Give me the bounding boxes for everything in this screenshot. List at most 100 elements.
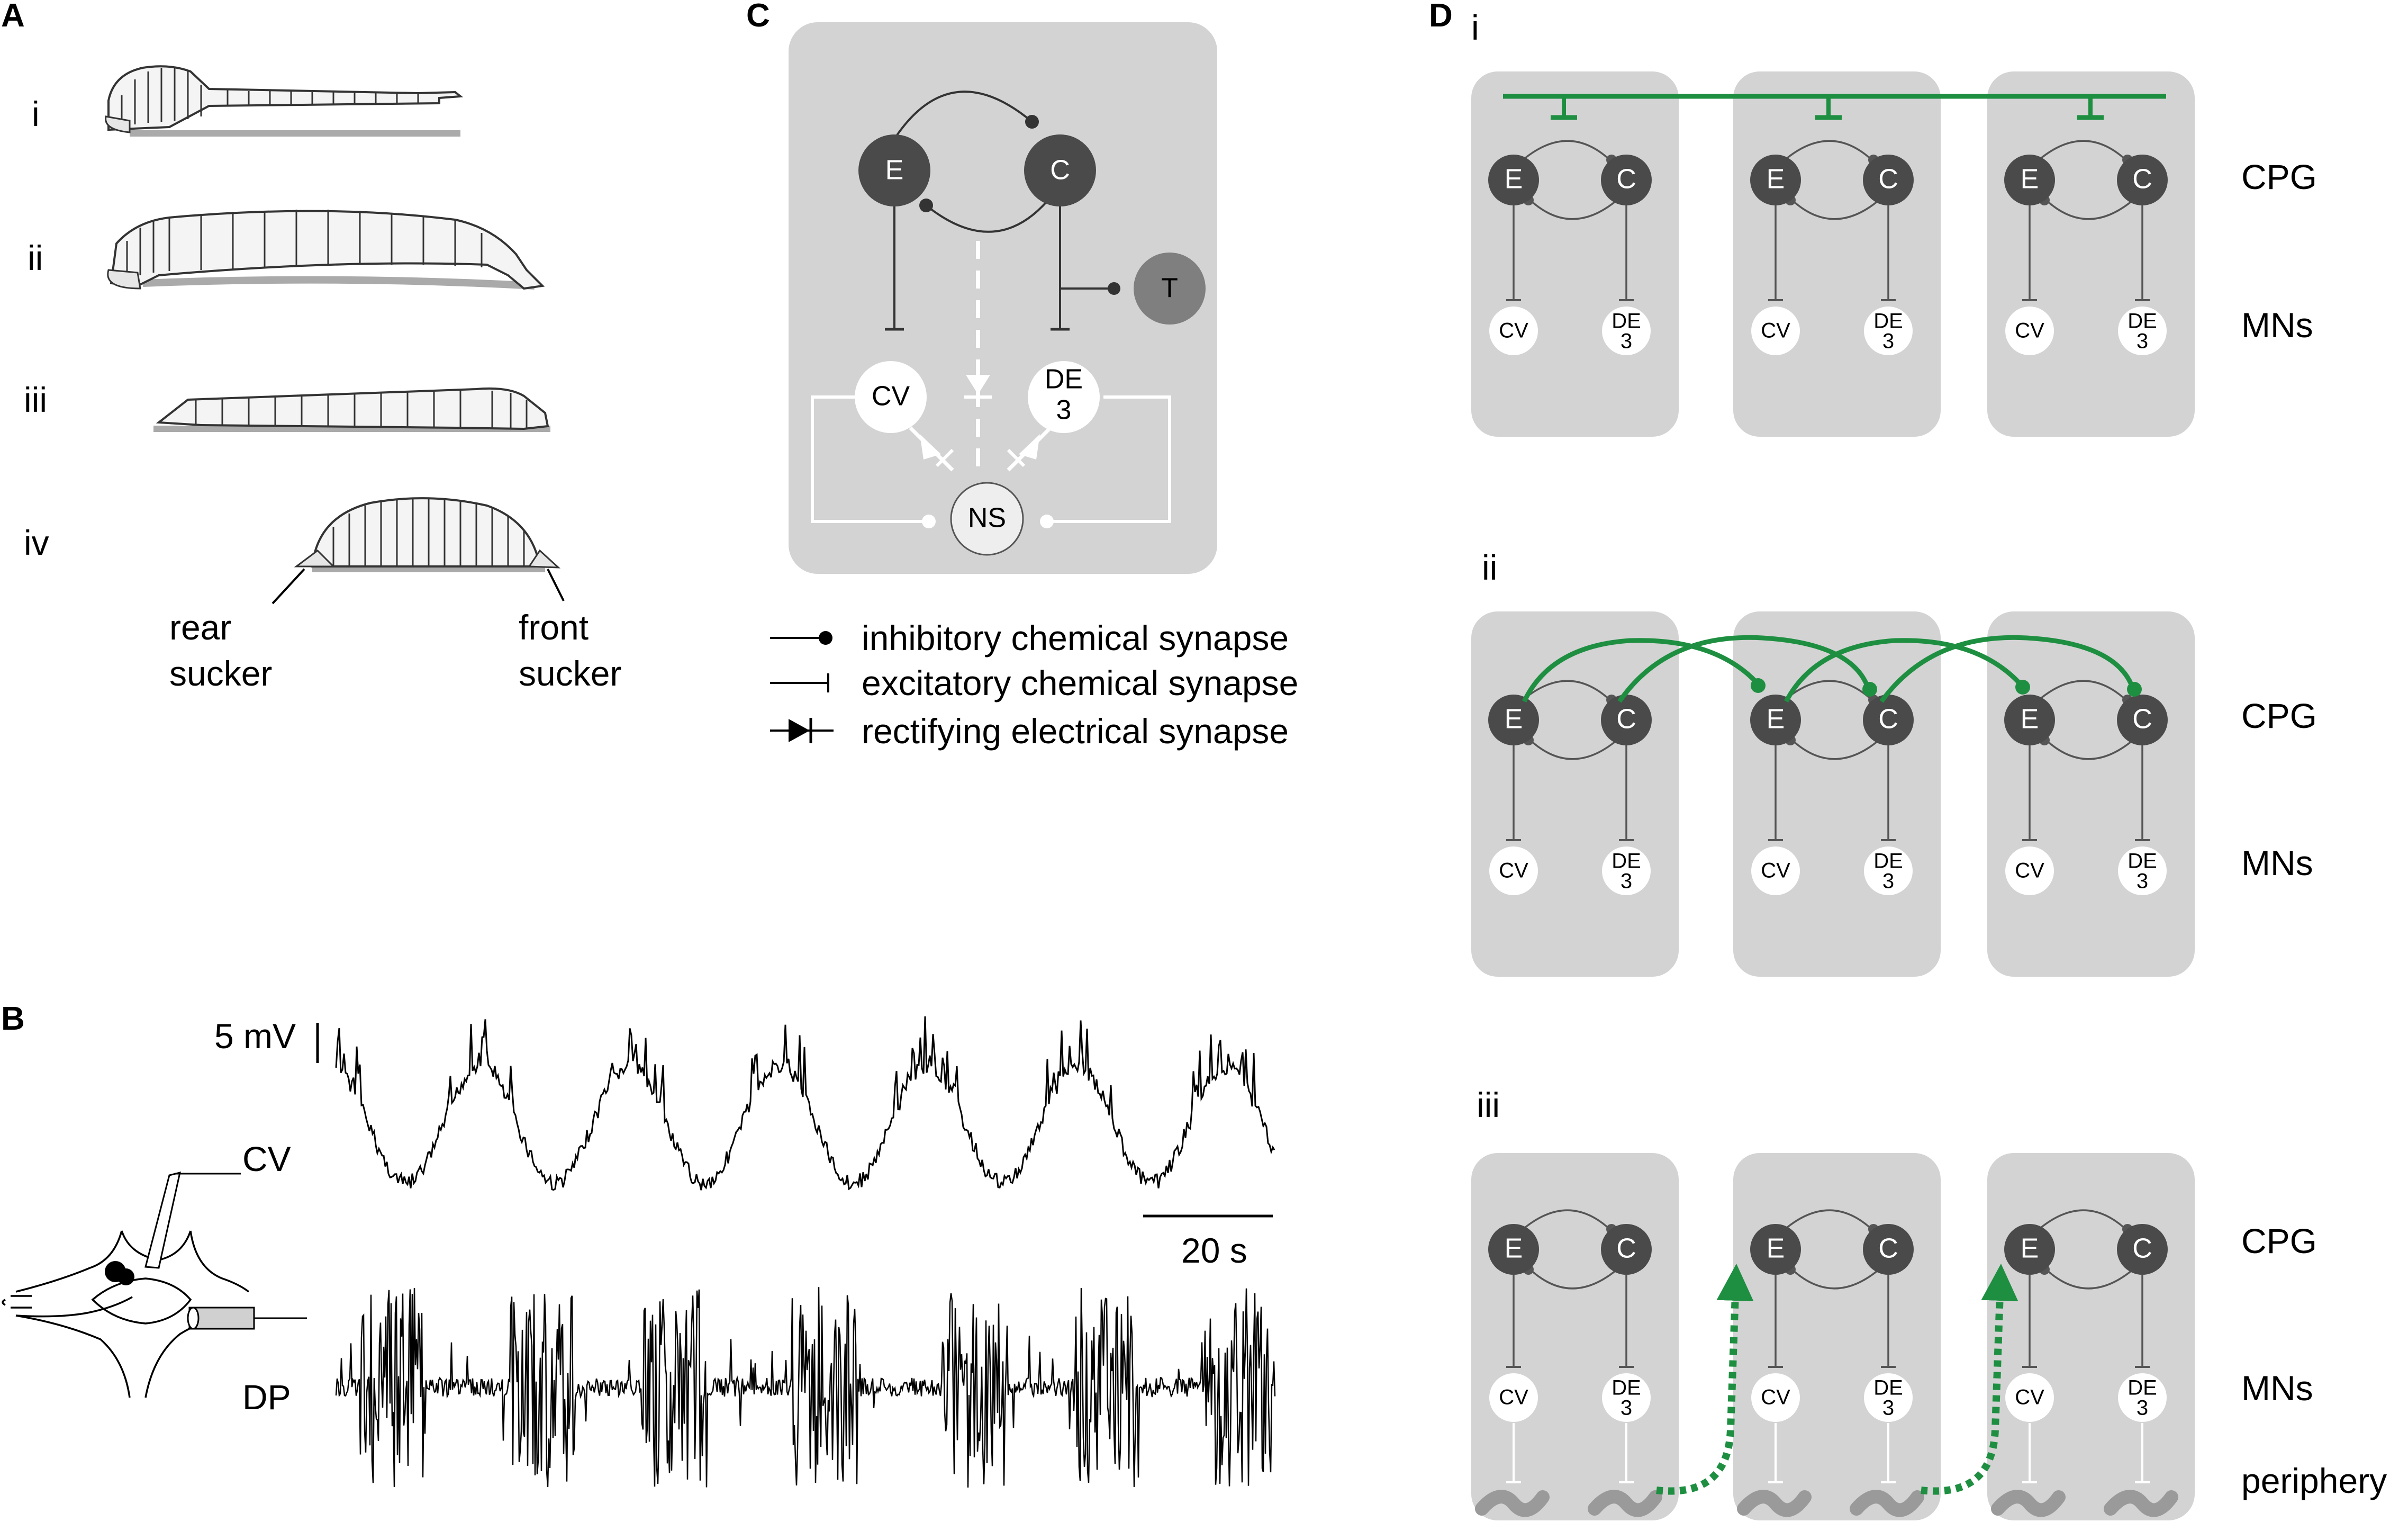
row-ii-intersegmental-coupling: [1522, 635, 2135, 703]
ganglion-box: [1733, 611, 1941, 977]
svg-text:T: T: [1161, 273, 1178, 304]
panel-a-label: A: [1, 0, 25, 34]
motor-neuron-cv: CV: [1751, 307, 1800, 355]
svg-text:DE: DE: [1873, 1376, 1903, 1400]
subpanel-iii-label: iii: [1477, 1085, 1500, 1124]
neuron-c: C: [2117, 695, 2168, 745]
panel-b: B 5 mV CV DP 20 s: [1, 1001, 1276, 1488]
svg-text:3: 3: [1882, 870, 1894, 893]
svg-text:DE: DE: [2128, 310, 2157, 333]
inhibitory-synapse-icon: [819, 631, 832, 645]
motor-neuron-cv: CV: [1489, 307, 1538, 355]
svg-text:C: C: [1616, 704, 1636, 735]
row-iii-cpg-label: CPG: [2241, 1221, 2317, 1260]
row-iii-periphery-label: periphery: [2241, 1461, 2387, 1500]
motor-neuron-cv: CV: [1489, 1373, 1538, 1422]
segment-ii-3: E C CV DE3: [1987, 611, 2195, 977]
stage-ii-label: ii: [28, 238, 43, 277]
scale-voltage-label: 5 mV: [214, 1016, 296, 1056]
svg-text:CV: CV: [1499, 319, 1528, 343]
svg-text:E: E: [1767, 704, 1785, 735]
stage-iv-label: iv: [24, 523, 49, 562]
motor-neuron-cv: CV: [1751, 1373, 1800, 1422]
neuron-e: E: [1750, 155, 1801, 205]
segment-ii-2: E C CV DE3: [1733, 611, 1941, 977]
svg-text:C: C: [1616, 164, 1636, 195]
segment-i-3: E C CV DE3: [1987, 71, 2195, 437]
dp-extracellular-trace: [335, 1287, 1276, 1488]
trace-dp-label: DP: [242, 1377, 291, 1417]
neuron-ns: NS: [950, 482, 1024, 556]
svg-text:CV: CV: [1761, 1386, 1790, 1409]
row-i-mns-label: MNs: [2241, 305, 2313, 345]
periphery-muscle-icon: [1475, 1490, 1550, 1517]
svg-text:E: E: [2021, 164, 2039, 195]
front-sucker-label-1: front: [519, 608, 589, 647]
periphery-muscle-icon: [1588, 1490, 1662, 1517]
svg-text:DE: DE: [1612, 310, 1641, 333]
legend-inhibitory: inhibitory chemical synapse: [862, 618, 1289, 658]
svg-text:E: E: [1505, 1233, 1523, 1264]
leech-stage-ii: ii: [28, 210, 545, 290]
svg-text:C: C: [2132, 704, 2152, 735]
svg-text:3: 3: [1882, 330, 1894, 353]
periphery-muscle-icon: [2104, 1490, 2178, 1517]
ganglion-box: [1987, 1153, 2195, 1520]
panel-b-label: B: [1, 1001, 25, 1037]
svg-text:DE: DE: [1612, 850, 1641, 873]
leech-stage-iv: iv rear sucker front sucker: [24, 497, 621, 693]
svg-text:E: E: [1767, 164, 1785, 195]
leech-stage-iii: iii: [24, 380, 550, 432]
neuron-e: E: [2004, 695, 2055, 745]
svg-text:3: 3: [1621, 1397, 1632, 1420]
svg-text:C: C: [2132, 1233, 2152, 1264]
svg-text:DE: DE: [1045, 364, 1083, 395]
neuron-e: E: [1488, 1224, 1539, 1275]
rectifying-synapse-icon: [789, 719, 810, 742]
svg-text:CV: CV: [1761, 859, 1790, 882]
svg-text:3: 3: [2137, 870, 2148, 893]
stage-i-label: i: [32, 94, 40, 133]
svg-text:DE: DE: [2128, 1376, 2157, 1400]
ganglion-box: [1733, 71, 1941, 437]
motor-neuron-de3: DE3: [2118, 307, 2167, 355]
neuron-t: T: [1134, 253, 1206, 325]
row-iii-sensory-feedback: [1656, 1264, 2018, 1495]
svg-text:CV: CV: [2015, 859, 2044, 882]
svg-text:C: C: [1878, 1233, 1898, 1264]
rear-sucker-label-1: rear: [169, 608, 231, 647]
svg-text:C: C: [2132, 164, 2152, 195]
motor-neuron-de3: DE3: [1864, 846, 1913, 895]
ganglion-box: [1987, 71, 2195, 437]
periphery-muscle-icon: [1850, 1490, 1924, 1517]
svg-text:C: C: [1878, 704, 1898, 735]
svg-text:E: E: [1767, 1233, 1785, 1264]
row-ii-mns-label: MNs: [2241, 843, 2313, 882]
motor-neuron-de3: DE3: [1602, 846, 1651, 895]
svg-text:3: 3: [2137, 330, 2148, 353]
svg-text:CV: CV: [2015, 1386, 2044, 1409]
neuron-c: C: [1601, 1224, 1652, 1275]
svg-text:CV: CV: [1499, 1386, 1528, 1409]
neuron-c: C: [1863, 695, 1914, 745]
svg-text:3: 3: [1621, 870, 1632, 893]
svg-text:CV: CV: [2015, 319, 2044, 343]
motor-neuron-de3: DE3: [2118, 846, 2167, 895]
svg-text:E: E: [2021, 1233, 2039, 1264]
periphery-muscle-icon: [1991, 1490, 2066, 1517]
neuron-c: C: [1601, 695, 1652, 745]
row-iii-mns-label: MNs: [2241, 1368, 2313, 1408]
neuron-c: C: [1863, 155, 1914, 205]
svg-text:3: 3: [1056, 395, 1072, 426]
svg-text:3: 3: [1621, 330, 1632, 353]
svg-text:C: C: [1616, 1233, 1636, 1264]
motor-neuron-cv: CV: [2005, 307, 2054, 355]
neuron-c: C: [2117, 1224, 2168, 1275]
